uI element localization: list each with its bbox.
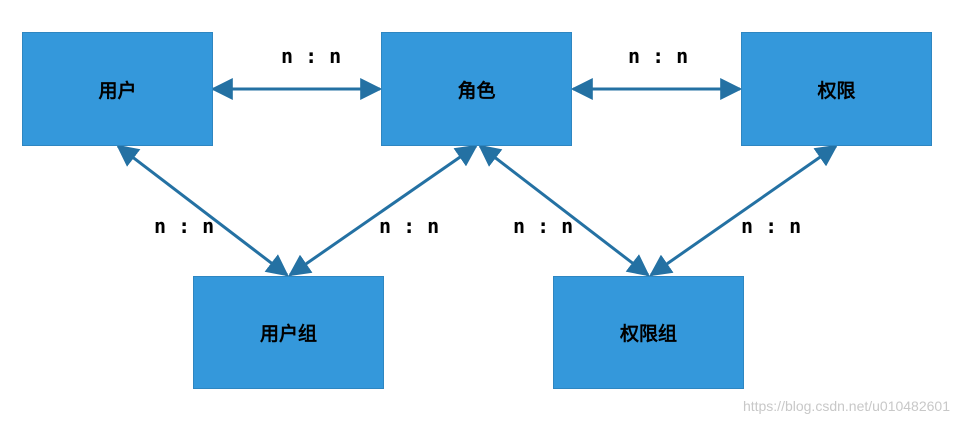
node-role-label: 角色	[457, 79, 496, 102]
node-permission-group: 权限组	[553, 276, 744, 389]
node-user-label: 用户	[98, 79, 137, 102]
relation-label-role-permission: n : n	[628, 44, 689, 68]
relation-label-user-usergroup: n : n	[154, 214, 215, 238]
relation-label-role-permissiongroup: n : n	[513, 214, 574, 238]
relation-label-role-usergroup: n : n	[379, 214, 440, 238]
edge-permission-permissiongroup	[649, 144, 838, 277]
node-user-group-label: 用户组	[259, 323, 317, 345]
node-user: 用户	[22, 32, 213, 146]
relation-label-user-role: n : n	[281, 44, 342, 68]
edge-user-usergroup	[116, 144, 289, 277]
watermark-text: https://blog.csdn.net/u010482601	[742, 398, 950, 414]
edge-role-usergroup	[288, 144, 478, 277]
node-permission-label: 权限	[817, 79, 856, 102]
node-role: 角色	[381, 32, 572, 146]
node-permission-group-label: 权限组	[619, 323, 677, 345]
edge-role-permissiongroup	[478, 144, 650, 277]
node-permission: 权限	[741, 32, 932, 146]
relation-label-permission-permissiongroup: n : n	[741, 214, 802, 238]
node-user-group: 用户组	[193, 276, 384, 389]
